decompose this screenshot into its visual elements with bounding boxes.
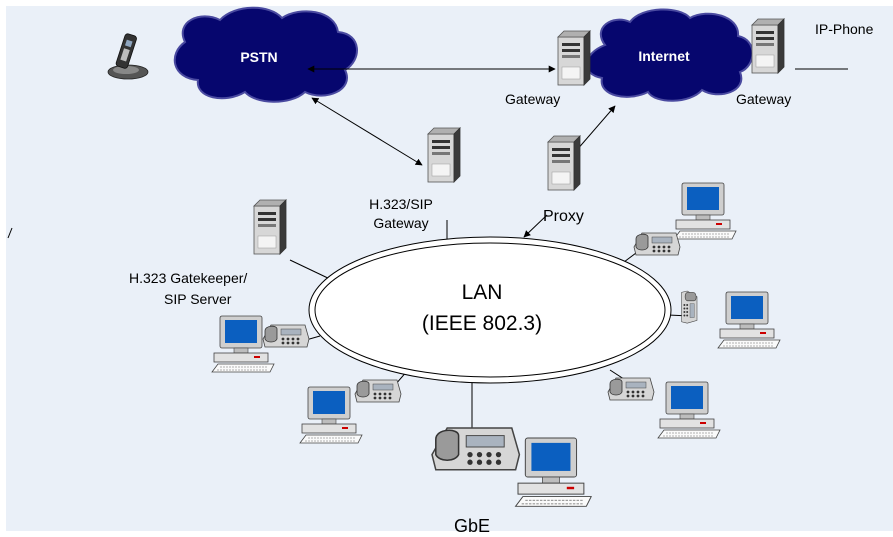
desktop-pc-icon [657, 381, 721, 439]
proxy-server-icon [547, 135, 581, 191]
desk-phone-icon [431, 427, 521, 471]
lan-label: LAN [462, 281, 503, 304]
desktop-pc-icon [717, 291, 781, 349]
stray-mark [7, 227, 13, 239]
desk-phone-icon [681, 290, 698, 324]
desk-phone-icon [607, 377, 655, 401]
pstn-sip-gateway-link [311, 97, 423, 166]
internet-label: Internet [638, 48, 690, 64]
gateway-right-label: Gateway [736, 91, 791, 107]
pstn-label: PSTN [240, 49, 277, 65]
proxy-internet-link [575, 105, 616, 152]
gatekeeper-label: H.323 Gatekeeper/ [129, 270, 247, 286]
desktop-pc-icon [299, 386, 363, 444]
proxy-lan-link [523, 214, 548, 238]
gatekeeper-lan-link [289, 259, 333, 281]
gateway-right-server-icon [751, 18, 785, 74]
cordless-phone-icon [107, 33, 149, 80]
gateway-left-label: Gateway [505, 91, 560, 107]
desktop-pc-icon [673, 182, 737, 240]
gatekeeper-label-line2: SIP Server [164, 291, 232, 307]
sip-gateway-label: H.323/SIP [369, 196, 433, 212]
desktop-pc-icon [514, 437, 592, 507]
desk-phone-icon [262, 324, 310, 348]
sip-gateway-label-line2: Gateway [373, 215, 428, 231]
ip-phone-label: IP-Phone [815, 21, 874, 37]
gatekeeper-server-icon [253, 199, 287, 255]
gbe-label: GbE [454, 516, 490, 536]
proxy-label: Proxy [543, 208, 584, 225]
gateway-left-server-icon [557, 30, 591, 86]
sip-gateway-server-icon [427, 127, 461, 183]
desk-phone-icon [354, 379, 402, 403]
internet-cloud [585, 8, 754, 102]
desk-phone-icon [633, 232, 681, 256]
lan-standard-label: (IEEE 802.3) [422, 312, 542, 335]
lan-ring [308, 236, 672, 384]
